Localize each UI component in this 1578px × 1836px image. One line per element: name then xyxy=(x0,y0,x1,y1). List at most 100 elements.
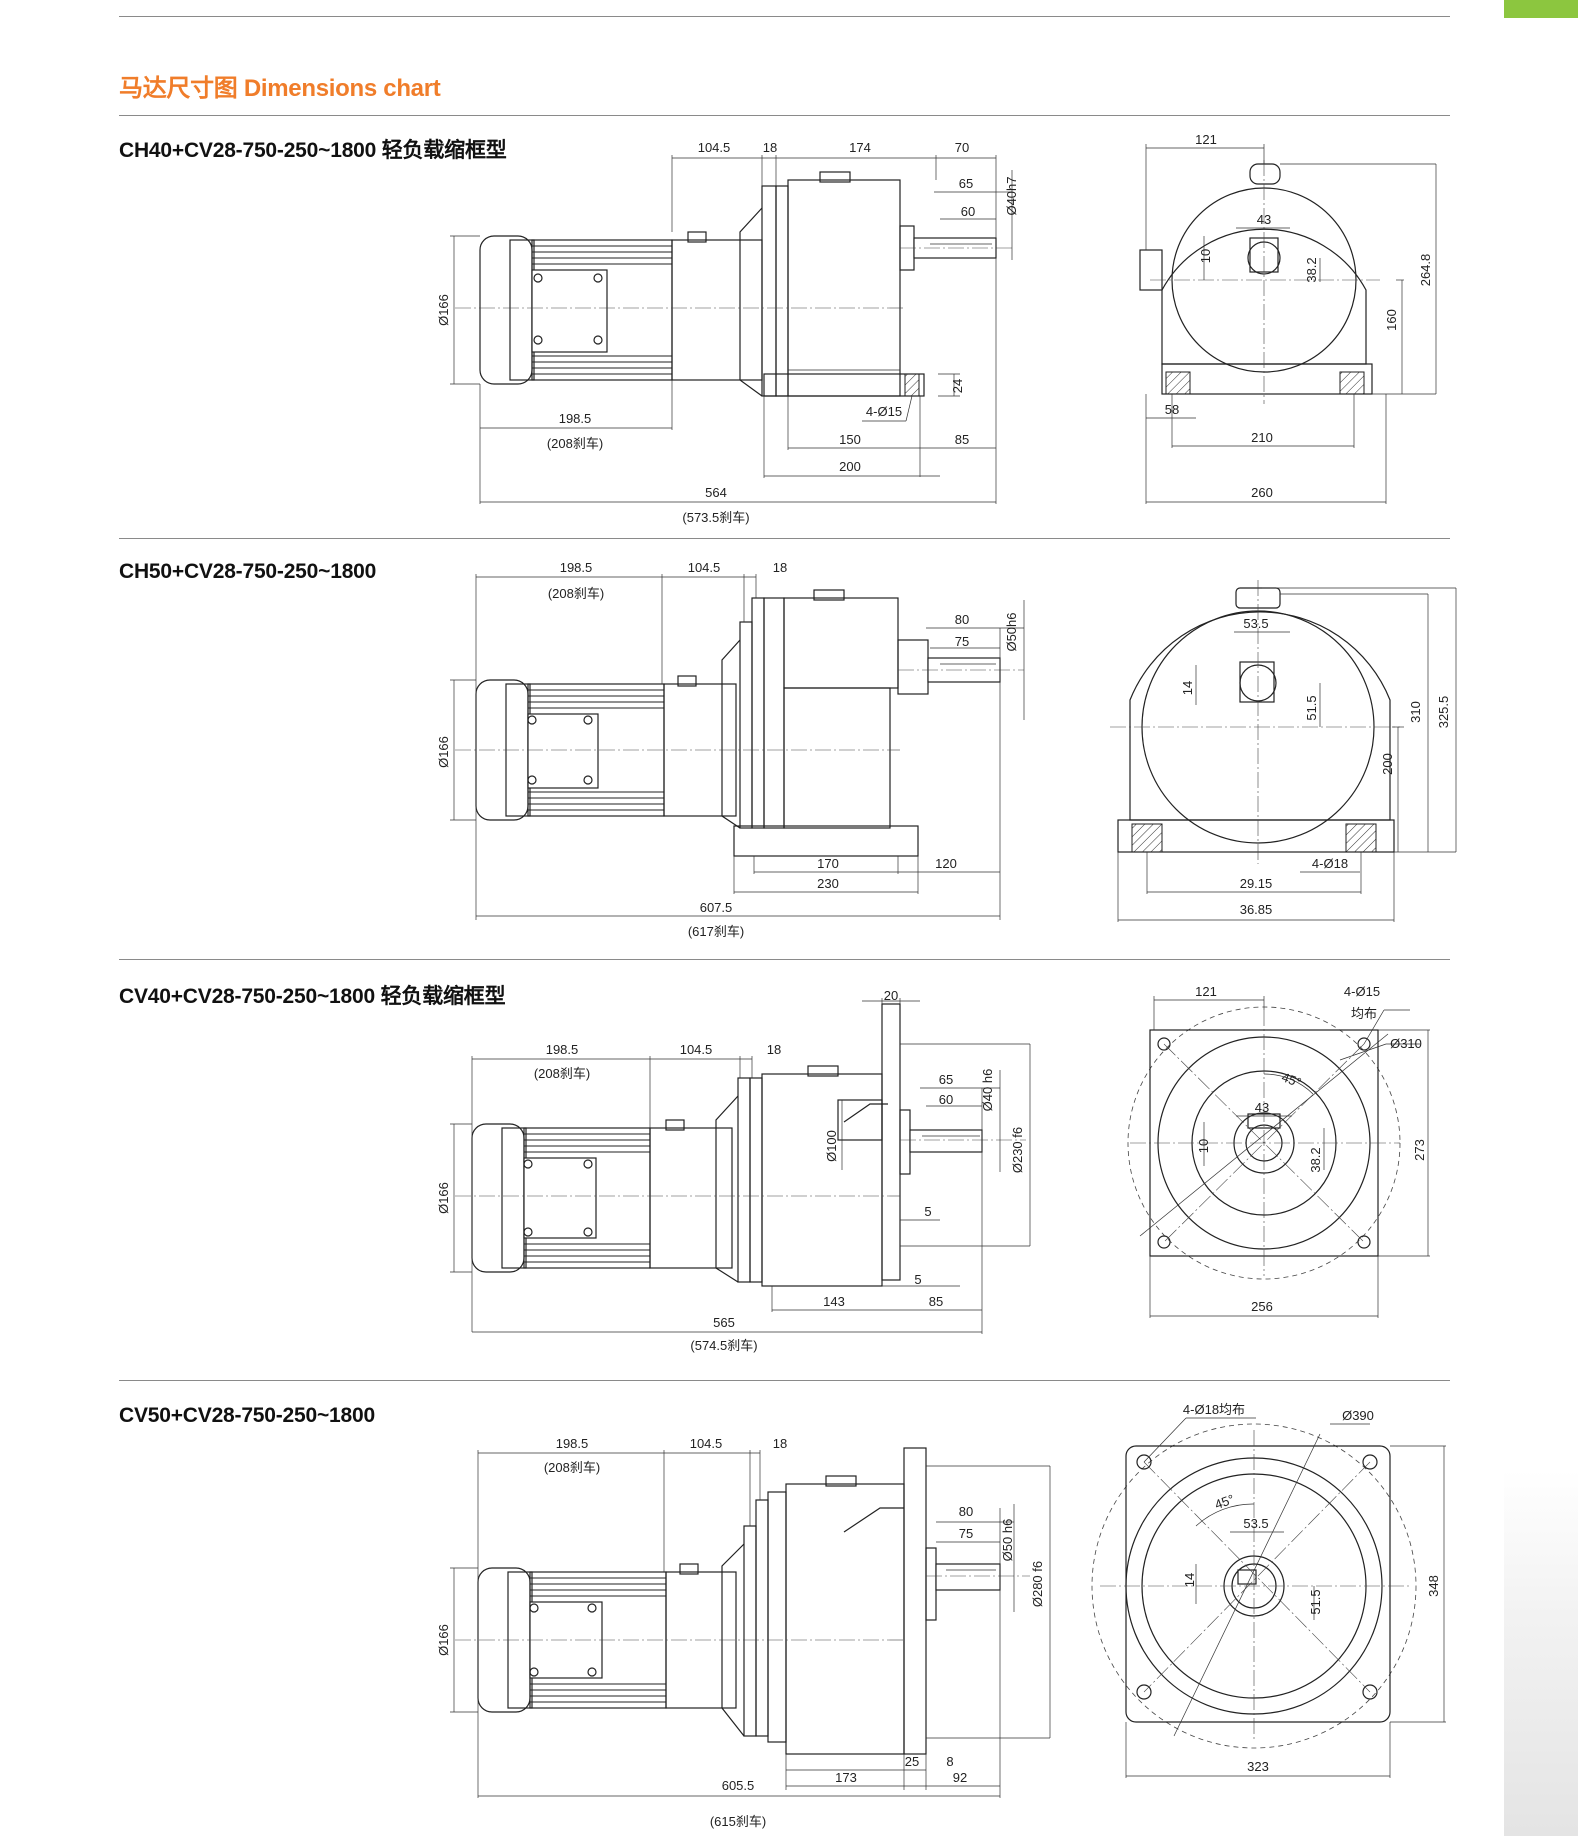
dimension-label: (208刹车) xyxy=(544,1460,600,1475)
dimension-label: 323 xyxy=(1247,1759,1269,1774)
cv40-side-view: 20 198.5 (208刹车) 104.5 18 65 60 Ø40 h6 Ø… xyxy=(436,988,1031,1353)
dimension-label: 45° xyxy=(1213,1491,1237,1512)
dimension-label: 230 xyxy=(817,876,839,891)
dimension-label: 104.5 xyxy=(698,140,731,155)
dimension-label: 4-Ø18均布 xyxy=(1183,1402,1245,1417)
dimension-label: 92 xyxy=(953,1770,967,1785)
ch40-front-view: 121 43 10 38.2 160 264.8 58 210 260 xyxy=(1139,132,1437,504)
dimension-label: (573.5刹车) xyxy=(682,510,749,525)
dimension-label: Ø100 xyxy=(824,1130,839,1162)
dimension-label: 75 xyxy=(959,1526,973,1541)
dimension-label: 104.5 xyxy=(690,1436,723,1451)
dimension-label: 70 xyxy=(955,140,969,155)
model-title-cv50: CV50+CV28-750-250~1800 xyxy=(119,1404,375,1427)
dimension-label: 14 xyxy=(1182,1573,1197,1587)
dimension-label: 80 xyxy=(959,1504,973,1519)
foot-base xyxy=(1161,363,1373,395)
dimension-label: 198.5 xyxy=(546,1042,579,1057)
dimension-label: 143 xyxy=(823,1294,845,1309)
model-title-cv40: CV40+CV28-750-250~1800 轻负载缩框型 xyxy=(119,985,506,1008)
dimension-label: 51.5 xyxy=(1304,695,1319,720)
housing-outline xyxy=(1161,228,1367,365)
gearbox-flange xyxy=(761,185,777,397)
dimension-label: 325.5 xyxy=(1436,696,1451,729)
dimension-label: Ø166 xyxy=(436,294,451,326)
dimension-label: 256 xyxy=(1251,1299,1273,1314)
dimension-label: Ø166 xyxy=(436,1624,451,1656)
ch40-side-view: 104.5 18 174 70 65 60 Ø40h7 Ø166 24 4-Ø1… xyxy=(436,140,1019,525)
dimension-label: 5 xyxy=(914,1272,921,1287)
dimension-label: 264.8 xyxy=(1418,254,1433,287)
dimension-label: 4-Ø15 xyxy=(866,404,902,419)
dimension-label: 121 xyxy=(1195,132,1217,147)
dimension-label: 29.15 xyxy=(1240,876,1273,891)
dimension-label: 60 xyxy=(939,1092,953,1107)
dimension-label: 65 xyxy=(959,176,973,191)
dimension-label: 18 xyxy=(773,560,787,575)
dimension-label: 51.5 xyxy=(1308,1589,1323,1614)
dimension-label: Ø40 h6 xyxy=(980,1069,995,1112)
dimension-label: 24 xyxy=(950,379,965,393)
dimension-label: 173 xyxy=(835,1770,857,1785)
page-title: 马达尺寸图 Dimensions chart xyxy=(119,75,441,102)
dimension-label: 198.5 xyxy=(556,1436,589,1451)
dimension-label: Ø40h7 xyxy=(1004,176,1019,215)
dimension-label: 605.5 xyxy=(722,1778,755,1793)
dimension-label: 564 xyxy=(705,485,727,500)
cv50-side-view: 198.5 (208刹车) 104.5 18 80 75 Ø50 h6 Ø280… xyxy=(436,1436,1051,1829)
dimension-label: 607.5 xyxy=(700,900,733,915)
dimension-label: 85 xyxy=(929,1294,943,1309)
page-edge-gradient xyxy=(1504,1470,1578,1836)
dimension-label: 200 xyxy=(839,459,861,474)
section-rule-2 xyxy=(119,538,1450,539)
dimension-label: 25 xyxy=(905,1754,919,1769)
dimension-label: 273 xyxy=(1412,1139,1427,1161)
dimension-label: 150 xyxy=(839,432,861,447)
dimension-label: 170 xyxy=(817,856,839,871)
dimension-label: 121 xyxy=(1195,984,1217,999)
gearbox-housing xyxy=(787,179,901,397)
dimension-label: (208刹车) xyxy=(548,586,604,601)
dimension-label: 43 xyxy=(1255,1100,1269,1115)
dimension-label: Ø310 xyxy=(1390,1036,1422,1051)
section-rule-4 xyxy=(119,1380,1450,1381)
model-title-ch40: CH40+CV28-750-250~1800 轻负载缩框型 xyxy=(119,139,507,162)
dimension-label: 260 xyxy=(1251,485,1273,500)
gearbox-foot xyxy=(763,373,925,397)
motor-end-cap xyxy=(479,235,533,385)
ch50-side-view: 198.5 (208刹车) 104.5 18 80 75 Ø50h6 Ø166 … xyxy=(436,560,1025,939)
dimension-label: 565 xyxy=(713,1315,735,1330)
dimension-label: 200 xyxy=(1380,753,1395,775)
cv50-front-view: 4-Ø18均布 Ø390 45° 53.5 14 51.5 348 323 xyxy=(1091,1402,1446,1778)
dimension-label: 36.85 xyxy=(1240,902,1273,917)
dimension-label: 198.5 xyxy=(559,411,592,426)
dimension-label: 104.5 xyxy=(680,1042,713,1057)
dimension-label: 10 xyxy=(1196,1139,1211,1153)
motor-adapter xyxy=(671,239,763,381)
dimension-label: (208刹车) xyxy=(534,1066,590,1081)
dimension-label: 104.5 xyxy=(688,560,721,575)
dimension-label: Ø390 xyxy=(1342,1408,1374,1423)
dimension-label: 174 xyxy=(849,140,871,155)
dimension-label: 38.2 xyxy=(1308,1147,1323,1172)
dimension-label: 85 xyxy=(955,432,969,447)
dimension-label: 45° xyxy=(1280,1069,1304,1090)
dimension-label: 120 xyxy=(935,856,957,871)
dimension-label: 53.5 xyxy=(1243,1516,1268,1531)
dimension-label: Ø166 xyxy=(436,736,451,768)
dimension-label: 4-Ø18 xyxy=(1312,856,1348,871)
dimension-label: 8 xyxy=(946,1754,953,1769)
dimension-label: 80 xyxy=(955,612,969,627)
dimension-label: 20 xyxy=(884,988,898,1003)
dimension-label: (208刹车) xyxy=(547,436,603,451)
dimension-label: Ø280 f6 xyxy=(1030,1561,1045,1607)
dimension-label: 160 xyxy=(1384,309,1399,331)
motor-fins xyxy=(532,245,672,375)
dimension-label: 18 xyxy=(773,1436,787,1451)
dimension-label: 均布 xyxy=(1351,1006,1377,1021)
ch50-front-view: 53.5 14 51.5 310 325.5 200 4-Ø18 29.15 3… xyxy=(1110,580,1457,922)
dimension-label: (574.5刹车) xyxy=(690,1338,757,1353)
model-title-ch50: CH50+CV28-750-250~1800 xyxy=(119,560,377,583)
dimension-label: (617刹车) xyxy=(688,924,744,939)
